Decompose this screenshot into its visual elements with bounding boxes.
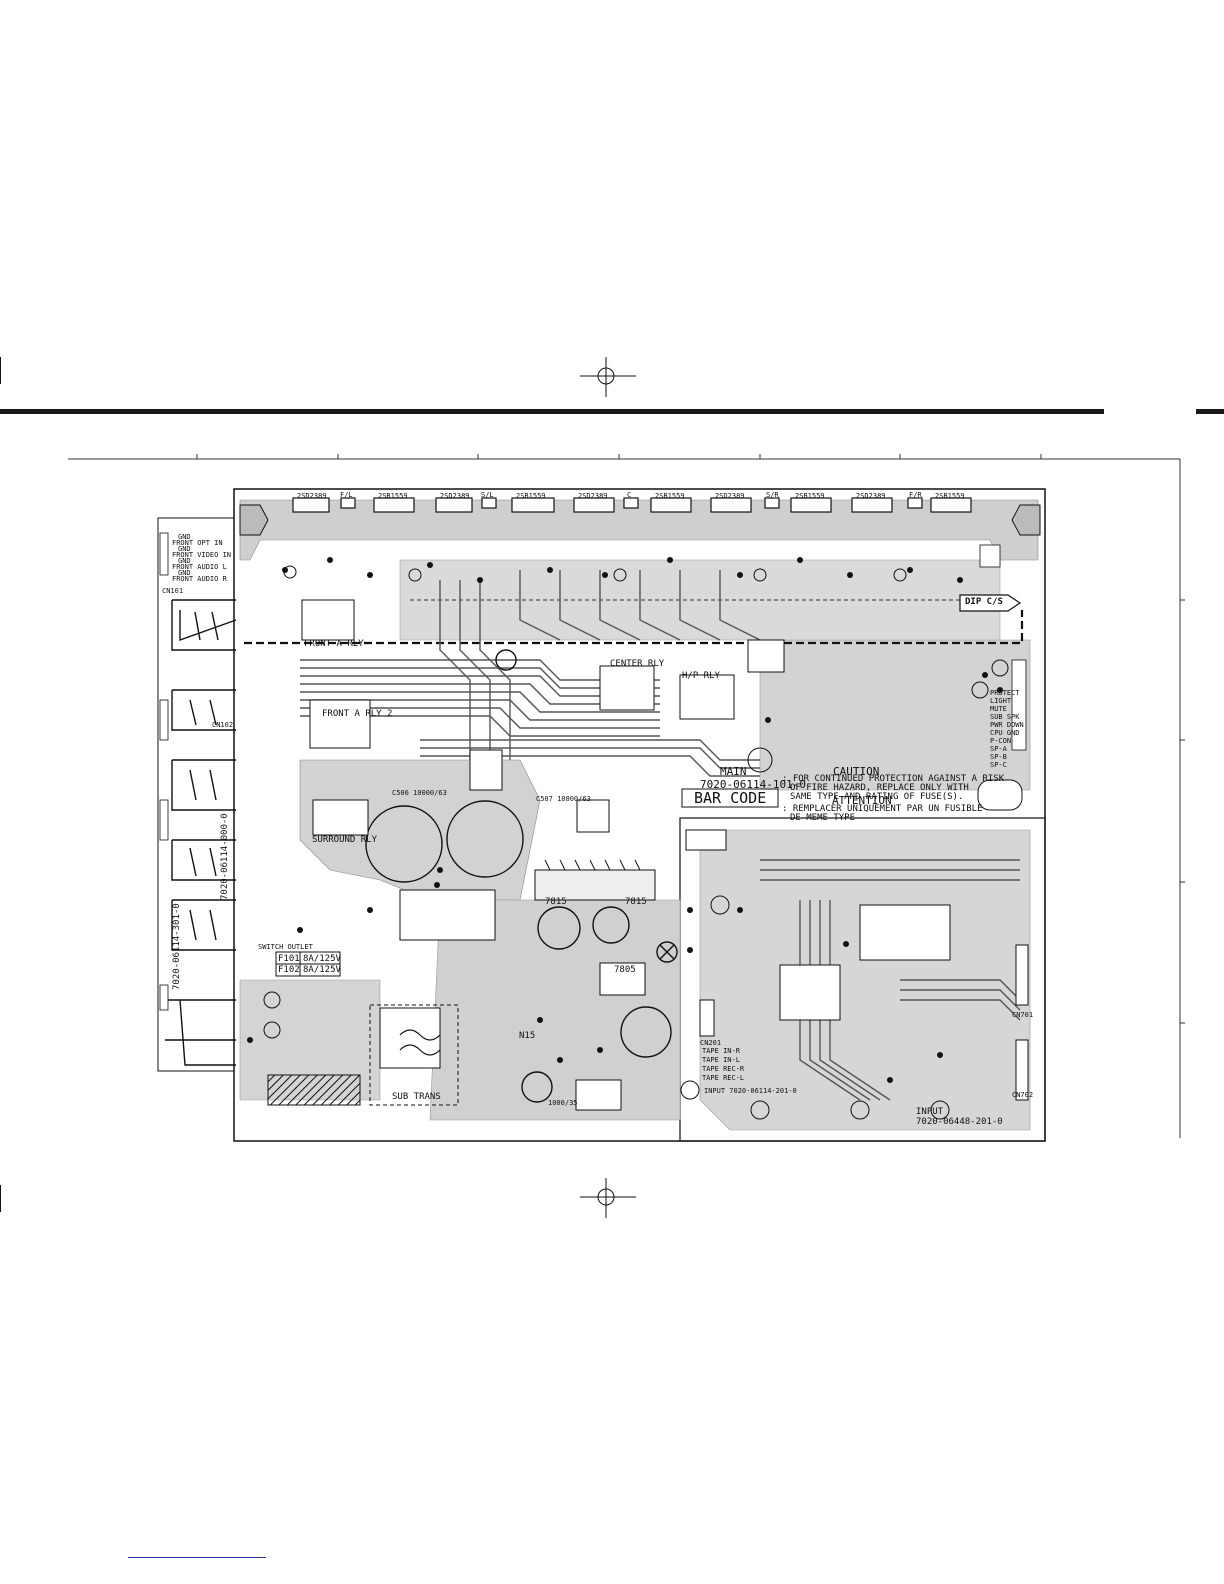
sub-trans-label: SUB TRANS <box>392 1092 441 1102</box>
regulator-label: N15 <box>519 1031 536 1041</box>
regulator-label: 7815 <box>625 897 647 907</box>
front-jack-label: GND <box>178 545 191 553</box>
transistor-label: 2SB1559 <box>935 492 965 500</box>
transistor-label: 2SB1559 <box>795 492 825 500</box>
input-jack-label: TAPE IN-R <box>702 1047 740 1055</box>
front-jack-label: FRONT AUDIO L <box>172 563 227 571</box>
attention-title: ATTENTION <box>832 794 892 807</box>
connector-label: CN201 <box>700 1039 722 1047</box>
bottom-link-line <box>128 1557 266 1558</box>
bar-code-label: BAR CODE <box>694 789 767 807</box>
attention-line: : REMPLACER UNIQUEMENT PAR UN FUSIBLE <box>782 804 983 814</box>
switch-outlet-label: SWITCH OUTLET <box>258 943 313 951</box>
fuse-rating: 8A/125V <box>303 954 341 964</box>
channel-mark: C <box>627 491 632 499</box>
fuse-rating: 8A/125V <box>303 965 341 975</box>
connector-label: CN702 <box>1012 1091 1034 1099</box>
vertical-part-no-b: 7020-06114-301-0 <box>172 903 182 990</box>
channel-mark: F/R <box>909 491 922 499</box>
front-jack-label: FRONT OPT IN <box>172 539 223 547</box>
caution-title: CAUTION <box>833 765 880 778</box>
misc-label: P-CON <box>990 737 1012 745</box>
misc-label: CPU GND <box>990 729 1020 737</box>
channel-mark: S/R <box>766 491 779 499</box>
transistor-label: 2SD2389 <box>297 492 327 500</box>
misc-label: SP-A <box>990 745 1007 753</box>
cap-value: 1000/35 <box>548 1099 578 1107</box>
cap-value: C506 10000/63 <box>392 789 447 797</box>
main-board-name: MAIN <box>720 765 747 778</box>
relay-label-front-a2: FRONT A RLY 2 <box>322 709 393 719</box>
misc-label: MUTE <box>990 705 1007 713</box>
front-jack-label: FRONT AUDIO R <box>172 575 227 583</box>
transistor-label: 2SB1559 <box>655 492 685 500</box>
top-rule-right <box>1196 409 1224 414</box>
front-jack-label: GND <box>178 557 191 565</box>
fuse-ref: F101 <box>278 954 300 964</box>
misc-label: SP-C <box>990 761 1007 769</box>
registration-mark-top <box>580 357 636 397</box>
relay-label-front-a: FRONT A RLY <box>304 639 364 649</box>
vertical-part-no: 7020-06114-000-0 <box>220 813 230 900</box>
attention-line: DE MEME TYPE <box>790 813 856 823</box>
input-jack-label: TAPE IN-L <box>702 1056 740 1064</box>
left-tick-bottom <box>0 1185 1 1212</box>
channel-mark: F/L <box>340 491 353 499</box>
relay-label-center: CENTER RLY <box>610 659 665 669</box>
cap-value: C507 10000/63 <box>536 795 591 803</box>
connector-label: CN102 <box>212 721 234 729</box>
input-board-part-no: 7020-06448-201-0 <box>916 1117 1003 1127</box>
caution-line: SAME TYPE AND RATING OF FUSE(S). <box>790 792 964 802</box>
transistor-label: 2SB1559 <box>516 492 546 500</box>
top-rule <box>0 409 1104 414</box>
transistor-label: 2SB1559 <box>378 492 408 500</box>
relay-label-hp: H/P RLY <box>682 671 720 681</box>
dip-tag: DIP C/S <box>965 597 1003 607</box>
misc-label: SUB SPK <box>990 713 1020 721</box>
front-jack-label: GND <box>178 569 191 577</box>
misc-label: SP-B <box>990 753 1007 761</box>
misc-label: LIGHT <box>990 697 1012 705</box>
misc-label: PWR DOWN <box>990 721 1024 729</box>
channel-mark: S/L <box>481 491 494 499</box>
regulator-label: 7815 <box>545 897 567 907</box>
input-small-ref: INPUT 7020-06114-201-0 <box>704 1087 797 1095</box>
input-jack-label: TAPE REC-R <box>702 1065 745 1073</box>
misc-label: PROTECT <box>990 689 1020 697</box>
relay-label-surround: SURROUND RLY <box>312 835 378 845</box>
transistor-label: 2SD2389 <box>715 492 745 500</box>
left-tick-top <box>0 357 1 384</box>
caution-line: OF FIRE HAZARD, REPLACE ONLY WITH <box>790 783 969 793</box>
regulator-label: 7805 <box>614 965 636 975</box>
connector-label: CN701 <box>1012 1011 1034 1019</box>
front-jack-label: FRONT VIDEO IN <box>172 551 232 559</box>
transistor-label: 2SD2389 <box>440 492 470 500</box>
transistor-label: 2SD2389 <box>856 492 886 500</box>
caution-line: : FOR CONTINUED PROTECTION AGAINST A RIS… <box>782 774 1005 784</box>
input-board-name: INPUT <box>916 1107 944 1117</box>
main-board-part-no: 7020-06114-101-0 <box>700 778 806 791</box>
input-jack-label: TAPE REC-L <box>702 1074 745 1082</box>
transistor-label: 2SD2389 <box>578 492 608 500</box>
front-jack-label: GND <box>178 533 191 541</box>
registration-mark-bottom <box>580 1178 636 1218</box>
fuse-ref: F102 <box>278 965 300 975</box>
connector-label: CN101 <box>162 587 184 595</box>
